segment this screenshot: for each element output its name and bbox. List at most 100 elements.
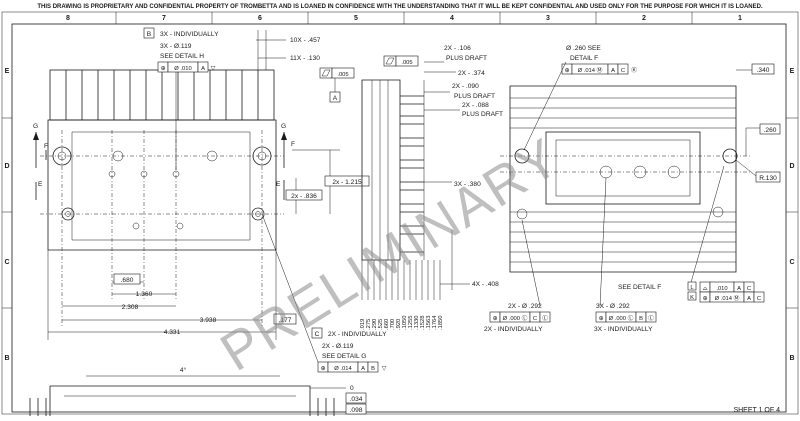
zone-col-3: 3 xyxy=(546,15,550,22)
note-b-line1: 3X - INDIVIDUALLY xyxy=(160,31,219,38)
zone-row-labels: E D C B E D C B xyxy=(4,68,794,362)
proprietary-notice: THIS DRAWING IS PROPRIETARY AND CONFIDEN… xyxy=(37,4,763,10)
svg-text:⊕: ⊕ xyxy=(599,316,604,322)
dim-1850: .1850 xyxy=(438,315,444,330)
fcf-profile: ⌓ .010 A C xyxy=(699,281,755,293)
svg-text:B: B xyxy=(371,366,375,372)
section-e-right: E xyxy=(276,181,281,188)
zone-row-c-left: C xyxy=(4,259,9,266)
dim-1330: .1330 xyxy=(414,315,420,330)
dim-1050: .1050 xyxy=(402,315,408,330)
zone-col-7: 7 xyxy=(162,15,166,22)
zone-col-4: 4 xyxy=(450,15,454,22)
svg-text:Ø .014 Ⓜ: Ø .014 Ⓜ xyxy=(715,294,740,302)
note-260: Ø .260 SEE xyxy=(566,45,601,52)
dim-098: .098 xyxy=(350,407,363,414)
dim-0: 0 xyxy=(350,385,354,392)
svg-text:.005: .005 xyxy=(337,72,348,78)
dim-340: .340 xyxy=(757,67,770,74)
note-b-line2: 3X - Ø.119 xyxy=(160,43,192,50)
svg-text:Ø .000 Ⓛ: Ø .000 Ⓛ xyxy=(503,314,528,322)
dim-1528: .1528 xyxy=(420,315,426,330)
note-260-detail: DETAIL F xyxy=(570,55,598,62)
section-f-right: F xyxy=(291,141,295,148)
svg-text:⊕: ⊕ xyxy=(161,66,166,72)
fcf-note-c: ⊕ Ø .014 A B ▽ xyxy=(317,361,387,373)
lower-partial-view: 4° 0 .034 .098 xyxy=(29,366,367,416)
side-extension-lines xyxy=(361,260,441,300)
tag-k: K xyxy=(690,295,694,301)
note-2x-individually: 2X - INDIVIDUALLY xyxy=(484,326,543,333)
svg-text:A: A xyxy=(201,66,205,72)
section-arrows-right: G F E xyxy=(276,123,295,200)
svg-text:Ø .010: Ø .010 xyxy=(174,66,191,72)
dim-r130: R.130 xyxy=(759,175,777,182)
dim-1563: .1563 xyxy=(426,315,432,330)
dim-290: .290 xyxy=(372,319,378,330)
dim-1255: .1255 xyxy=(408,315,414,330)
note-3x-380: 3X - .380 xyxy=(454,181,481,188)
zone-row-b-left: B xyxy=(4,355,9,362)
inner-border xyxy=(11,23,787,413)
note-3x-292: 3X - Ø .292 xyxy=(596,303,630,310)
zone-row-b-right: B xyxy=(789,355,794,362)
right-body xyxy=(509,85,737,273)
dim-177: .177 xyxy=(279,317,292,324)
note-2x-088-draft: PLUS DRAFT xyxy=(462,111,503,118)
datum-tag-c xyxy=(311,327,323,339)
note-b-line3: SEE DETAIL H xyxy=(160,53,204,60)
zone-col-8: 8 xyxy=(66,15,70,22)
datum-a-letter: A xyxy=(333,95,338,102)
dim-260: .260 xyxy=(764,127,777,134)
dim-4-degree: 4° xyxy=(180,366,187,374)
front-fins xyxy=(49,69,275,121)
note-c-line2: 2X - Ø.119 xyxy=(322,343,354,350)
note-2x-106: 2X - .106 xyxy=(444,45,471,52)
svg-text:⊕: ⊕ xyxy=(703,296,708,302)
svg-text:Ⓛ: Ⓛ xyxy=(542,314,548,322)
svg-text:▽: ▽ xyxy=(382,366,387,372)
tag-l: L xyxy=(690,285,694,291)
note-2x-106-draft: PLUS DRAFT xyxy=(446,55,487,62)
svg-text:⊕: ⊕ xyxy=(565,68,570,74)
svg-text:B: B xyxy=(639,316,643,322)
svg-text:A: A xyxy=(747,296,751,302)
svg-text:C: C xyxy=(533,316,537,322)
right-view: Ø .260 SEE DETAIL F ⊕ Ø .014 Ⓜ A C Ⓚ .34… xyxy=(484,45,781,333)
sheet-number: SHEET 1 OF 4 xyxy=(733,407,780,414)
zone-col-6: 6 xyxy=(258,15,262,22)
side-view: .019 .275 .290 .525 .660 .700 .920 .1050… xyxy=(360,45,503,330)
column-ticks xyxy=(115,12,693,24)
svg-text:Ø .000 Ⓛ: Ø .000 Ⓛ xyxy=(609,314,634,322)
zone-col-2: 2 xyxy=(642,15,646,22)
note-2x-090-draft: PLUS DRAFT xyxy=(454,93,495,100)
dim-1360: 1.360 xyxy=(136,291,153,298)
zone-column-labels: 8 7 6 5 4 3 2 1 xyxy=(66,15,742,22)
dim-019: .019 xyxy=(360,319,366,330)
dim-1764: .1764 xyxy=(432,315,438,330)
dim-680: .680 xyxy=(121,277,134,284)
note-2x-374: 2X - .374 xyxy=(458,70,485,77)
hole-lower-right xyxy=(251,207,265,221)
dim-4331: 4.331 xyxy=(164,329,181,336)
section-arrows-left: G E F xyxy=(33,123,48,200)
fcf-note-b: ⊕ Ø .010 A ▽ xyxy=(157,61,216,73)
dim-920: .920 xyxy=(396,319,402,330)
note-4x-408: 4X - .408 xyxy=(472,281,499,288)
note-2x-292: 2X - Ø .292 xyxy=(508,303,542,310)
svg-text:.005: .005 xyxy=(401,60,412,66)
svg-text:Ø .014 Ⓜ: Ø .014 Ⓜ xyxy=(578,66,603,74)
svg-text:C: C xyxy=(757,296,761,302)
svg-text:C: C xyxy=(621,68,625,74)
dim-11x-130: 11X - .130 xyxy=(290,55,320,62)
right-pocket xyxy=(545,131,701,205)
section-g-right: G xyxy=(281,123,286,130)
note-3x-individually: 3X - INDIVIDUALLY xyxy=(594,326,653,333)
fcf-2x-292: ⊕ Ø .000 Ⓛ C Ⓛ xyxy=(489,311,551,323)
note-2x-088: 2X - .088 xyxy=(462,102,489,109)
outer-border xyxy=(1,11,799,415)
svg-text:⊕: ⊕ xyxy=(321,366,326,372)
dim-660: .660 xyxy=(384,319,390,330)
fcf-position: ⊕ Ø .014 Ⓜ A C xyxy=(699,291,765,303)
